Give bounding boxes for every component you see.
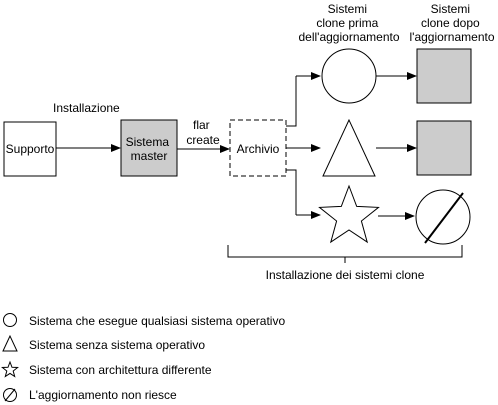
- master-box: [120, 119, 178, 177]
- legend-item-triangle: Sistema senza sistema operativo: [29, 338, 205, 352]
- legend-item-circle: Sistema che esegue qualsiasi sistema ope…: [29, 314, 285, 328]
- upgraded-box-middle: [416, 120, 472, 176]
- star-icon: [1, 360, 19, 378]
- circle-icon: [3, 313, 17, 327]
- branch-connector-bottom: [286, 169, 297, 215]
- branch-connector-top: [286, 76, 297, 127]
- support-label: Supporto: [6, 142, 55, 156]
- before-upgrade-header: Sistemi clone prima dell'aggiornamento: [298, 2, 399, 44]
- archive-box: [229, 119, 287, 177]
- triangle-system-before: [322, 118, 376, 177]
- install-label: Installazione: [53, 101, 120, 115]
- legend-item-star: Sistema con architettura differente: [29, 363, 212, 377]
- legend: Sistema che esegue qualsiasi sistema ope…: [1, 313, 285, 402]
- circle-system-before: [321, 48, 377, 104]
- after-upgrade-header: Sistemi clone dopo l'aggiornamento: [409, 2, 494, 44]
- archive-label: Archivio: [237, 142, 280, 156]
- failed-upgrade-slash: [424, 192, 464, 244]
- failed-upgrade-icon: [415, 189, 471, 245]
- legend-item-slashed-circle: L'aggiornamento non riesce: [29, 388, 177, 402]
- upgraded-box-top: [416, 48, 472, 104]
- star-system-before: [318, 184, 380, 244]
- triangle-icon: [2, 334, 18, 352]
- support-box: [3, 121, 57, 177]
- clone-install-label: Installazione dei sistemi clone: [266, 268, 425, 282]
- slashed-circle-icon-slash: [4, 388, 16, 402]
- master-label: Sistema master: [126, 135, 173, 163]
- clone-install-bracket: [227, 245, 463, 263]
- flar-create-label: flar create: [186, 118, 220, 147]
